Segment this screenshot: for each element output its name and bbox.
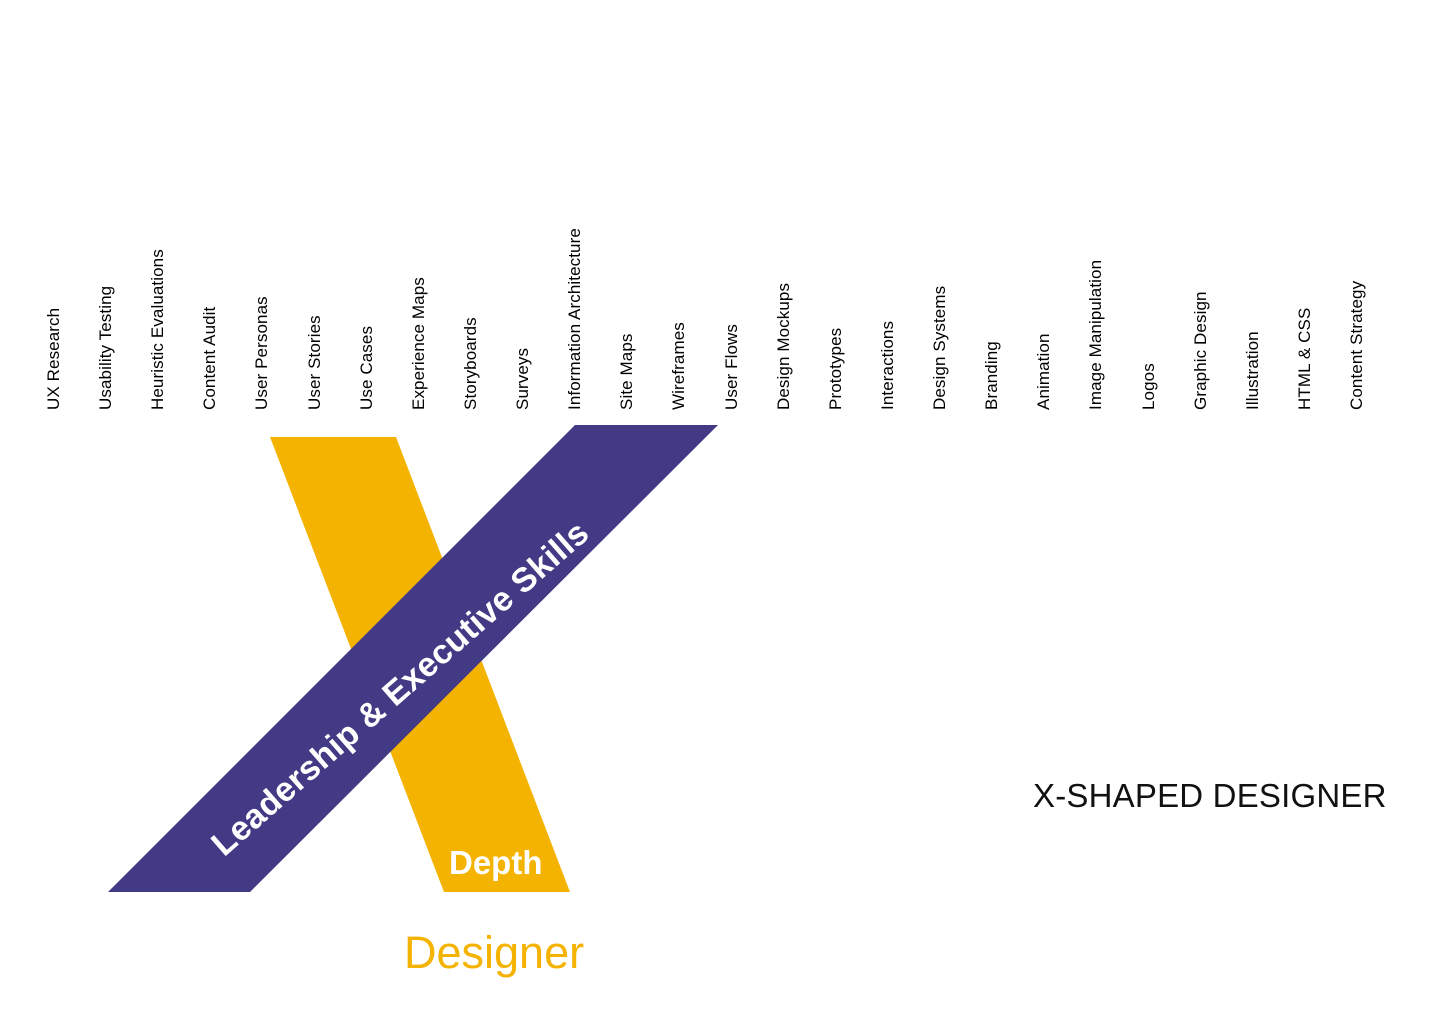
skill-labels-axis: UX Research Usability Testing Heuristic Ev… <box>0 0 1440 410</box>
skill-label: Interactions <box>877 320 897 410</box>
skill-label: UX Research <box>44 307 63 410</box>
skill-label: Animation <box>1034 333 1054 411</box>
skill-label: Content Strategy <box>1347 280 1366 410</box>
skill-label: Content Audit <box>200 306 220 410</box>
depth-band-caption: Depth <box>449 844 543 881</box>
skill-label: Use Cases <box>356 325 376 410</box>
skill-label: User Stories <box>304 315 324 410</box>
skill-label: Information Architecture <box>565 228 585 410</box>
skill-label: Logos <box>1138 363 1158 410</box>
breadth-band-caption: Leadership & Executive Skills <box>204 513 597 864</box>
skill-label: Storyboards <box>460 317 480 410</box>
page-title: X-SHAPED DESIGNER <box>1033 777 1387 814</box>
skill-label: Design Mockups <box>773 282 793 410</box>
skill-label: Wireframes <box>669 322 689 410</box>
skill-label: User Personas <box>252 296 272 410</box>
skill-label: Design Systems <box>930 285 950 410</box>
skill-label: Surveys <box>513 347 533 410</box>
skill-label: Site Maps <box>617 333 637 411</box>
skill-label: HTML & CSS <box>1294 307 1314 410</box>
skill-label: Branding <box>982 341 1002 410</box>
skill-label: Image Manipulation <box>1086 259 1106 410</box>
skill-label: Usability Testing <box>96 285 116 410</box>
skill-label: Illustration <box>1242 331 1262 410</box>
skill-label: User Flows <box>721 323 741 410</box>
designer-axis-caption: Designer <box>404 927 585 978</box>
skill-label: Experience Maps <box>408 277 428 410</box>
skill-label: Prototypes <box>825 327 845 410</box>
skill-label: Heuristic Evaluations <box>148 249 168 410</box>
skill-label: Graphic Design <box>1190 291 1210 410</box>
